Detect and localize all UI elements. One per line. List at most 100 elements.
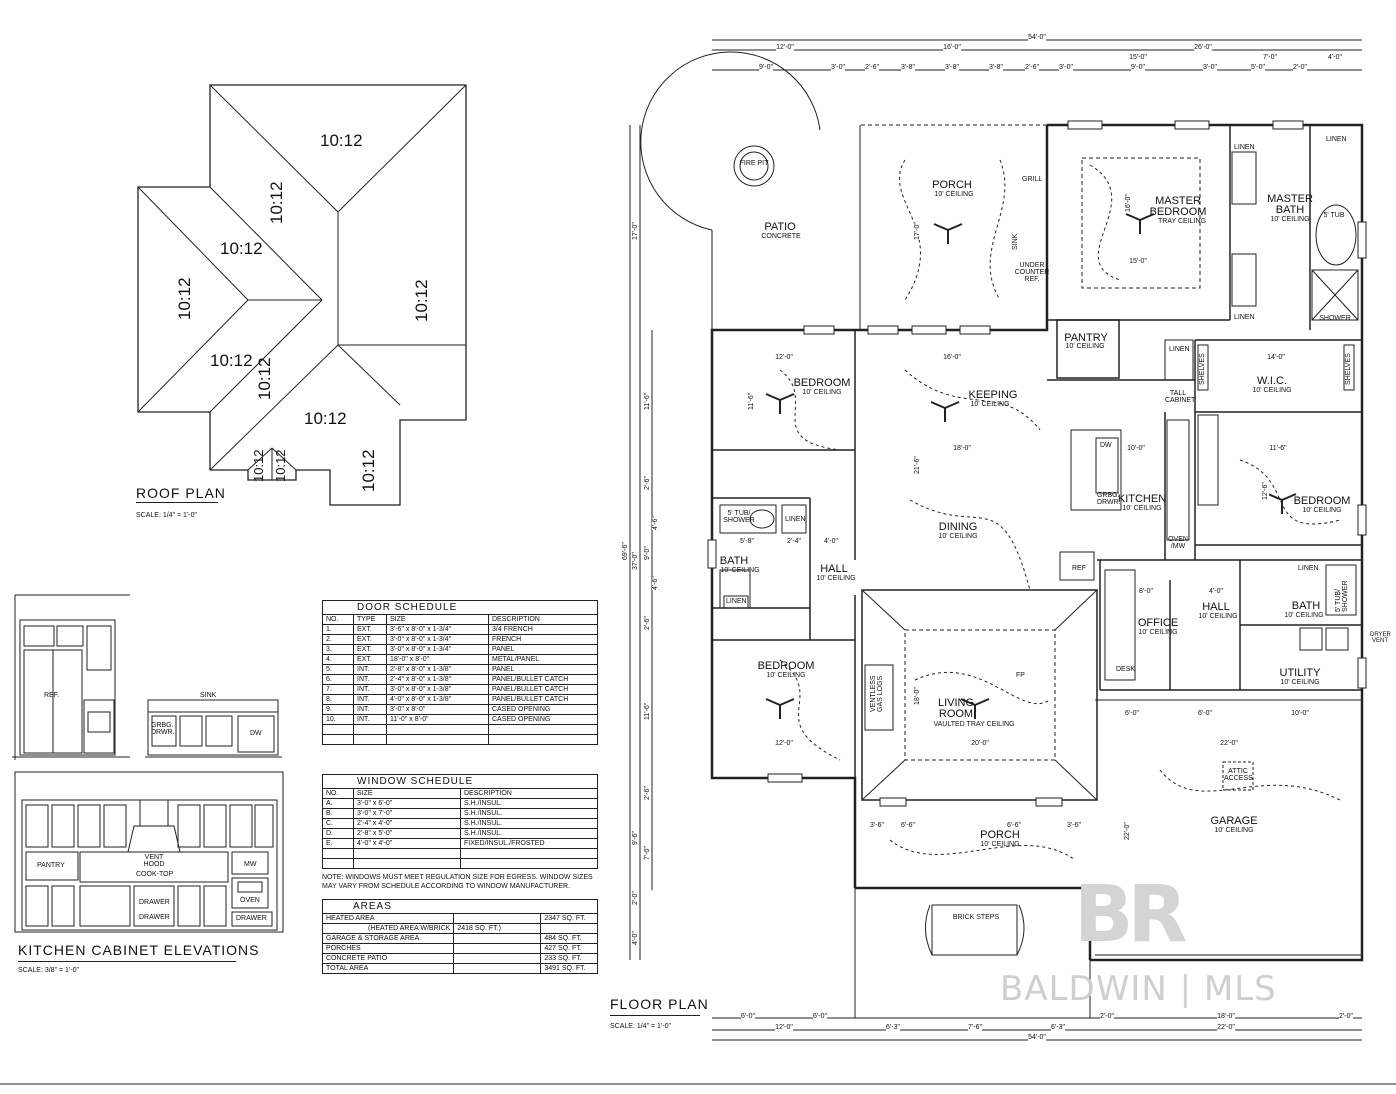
dimension-label: 2'-0" <box>1100 1013 1114 1020</box>
dimension-label: 69'-6" <box>622 542 629 560</box>
linen-label: LINEN <box>726 598 747 605</box>
linen-label: LINEN <box>1326 136 1347 143</box>
roof-pitch-label: 10:12 <box>359 449 378 492</box>
table-cell: INT. <box>353 664 387 675</box>
dimension-label: 18'-0" <box>1217 1013 1235 1020</box>
room-label: UTILITY <box>1279 667 1321 679</box>
room-label: BEDROOM <box>793 377 851 389</box>
table-row: B.3'-0" x 7'-0"S.H./INSUL. <box>322 808 598 819</box>
column-header: DESCRIPTION <box>460 788 598 799</box>
room-label: HALL <box>1202 601 1230 613</box>
room-label: MASTER BATH <box>1267 193 1313 216</box>
table-cell: 8. <box>322 694 354 705</box>
table-cell: PANEL/BULLET CATCH <box>488 684 598 695</box>
cooktop-label: COOK-TOP <box>136 871 174 878</box>
room-label: OFFICE <box>1137 617 1179 629</box>
table-cell: EXT. <box>353 634 387 645</box>
table-cell: A. <box>322 798 354 809</box>
dimension-label: 54'-0" <box>1028 34 1046 41</box>
dimension-label: 7'-0" <box>644 846 651 860</box>
table-cell: INT. <box>353 684 387 695</box>
dimension-label: 20'-0" <box>971 740 989 747</box>
linen-label: LINEN <box>1234 144 1255 151</box>
floor-plan-title: FLOOR PLAN <box>610 996 709 1012</box>
drawer-label: DRAWER <box>236 915 267 922</box>
table-cell: 233 SQ. FT. <box>540 953 598 964</box>
dimension-label: 9'-6" <box>632 831 639 845</box>
brick-steps-label: BRICK STEPS <box>952 914 1000 921</box>
title-underline <box>610 1015 700 1016</box>
room-label: BATH <box>719 555 749 567</box>
window-schedule-note: NOTE: WINDOWS MUST MEET REGULATION SIZE … <box>322 874 593 890</box>
dimension-label: 22'-0" <box>1220 740 1238 747</box>
dimension-label: 11'-6" <box>1269 445 1287 452</box>
dimension-label: 26'-0" <box>1194 44 1212 51</box>
table-cell: GARAGE & STORAGE AREA <box>321 933 455 944</box>
table-cell: 3'-0" x 7'-0" <box>353 808 461 819</box>
linen-label: LINEN <box>785 516 806 523</box>
shelves-label: SHELVES <box>1199 353 1206 385</box>
table-row: D.2'-8" x 5'-0"S.H./INSUL. <box>322 828 598 839</box>
tall-cabinet-label: TALL CABINET <box>1165 390 1196 404</box>
table-cell: 9. <box>322 704 354 715</box>
grbg-label: GRBG. DRWR. <box>151 722 175 736</box>
areas-title: AREAS <box>322 899 598 913</box>
dimension-label: 6'-0" <box>741 1013 755 1020</box>
dimension-label: 3'-6" <box>870 822 884 829</box>
ventless-gas-logs-label: VENTLESS GAS LOGS <box>870 675 884 712</box>
grbg-drawer-label: GRBG. DRWR. <box>1097 492 1121 506</box>
dimension-label: 10'-0" <box>1127 445 1145 452</box>
dimension-label: 6'-0" <box>813 1013 827 1020</box>
dimension-label: 2'-6" <box>644 616 651 630</box>
table-cell <box>453 913 542 924</box>
floor-plan-drawing <box>629 39 1367 1041</box>
room-sublabel: 10' CEILING <box>1252 387 1292 394</box>
room-label: W.I.C. <box>1257 375 1287 387</box>
room-label: PANTRY <box>1064 332 1108 344</box>
roof-pitch-label: 10:12 <box>220 239 263 258</box>
kitchen-elevation-drawing <box>12 594 284 933</box>
table-cell: INT. <box>353 704 387 715</box>
room-sublabel: 10' CEILING <box>1198 613 1238 620</box>
table-row: C.2'-4" x 4'-0"S.H./INSUL. <box>322 818 598 829</box>
dimension-label: 4'-0" <box>632 931 639 945</box>
table-cell: 3'-0" x 8'-0" x 1-3/4" <box>386 634 489 645</box>
table-cell: PANEL/BULLET CATCH <box>488 694 598 705</box>
dimension-label: 9'-0" <box>1131 64 1145 71</box>
sink-label: SINK <box>1012 233 1019 250</box>
watermark-text: BALDWIN | MLS <box>1000 969 1277 1009</box>
dimension-label: 9'-0" <box>644 546 651 560</box>
table-cell: 10. <box>322 714 354 725</box>
dryer-vent-label: DRYER VENT <box>1370 632 1391 644</box>
attic-access-label: ATTIC ACCESS <box>1224 768 1253 782</box>
table-cell: PORCHES <box>321 943 455 954</box>
pantry-label: PANTRY <box>37 862 65 869</box>
dimension-label: 16'-0" <box>943 44 961 51</box>
dimension-label: 2'-6" <box>865 64 879 71</box>
dimension-label: 11'-6" <box>644 702 651 720</box>
table-cell: HEATED AREA <box>321 913 455 924</box>
shower-label: SHOWER <box>1319 315 1351 322</box>
table-cell: INT. <box>353 674 387 685</box>
table-row: A.3'-0" x 6'-0"S.H./INSUL. <box>322 798 598 809</box>
dimension-label: 2'-0" <box>632 891 639 905</box>
table-cell: 2. <box>322 634 354 645</box>
table-cell: PANEL <box>488 664 598 675</box>
room-sublabel: TRAY CEILING <box>1158 218 1206 225</box>
desk-label: DESK <box>1116 666 1136 673</box>
dimension-label: 3'-8" <box>989 64 1003 71</box>
watermark-logo: BR <box>1074 870 1187 960</box>
table-cell <box>453 933 542 944</box>
roof-pitch-label: 10:12 <box>175 277 194 320</box>
dimension-label: 3'-0" <box>831 64 845 71</box>
dw-label: DW <box>1100 442 1112 449</box>
dimension-label: 4'-6" <box>652 516 659 530</box>
room-label: LIVING ROOM <box>937 697 975 720</box>
table-cell: FIXED/INSUL./FROSTED <box>460 838 598 849</box>
dimension-label: 12'-0" <box>775 1024 793 1031</box>
roof-plan-scale: SCALE: 1/4" = 1'-0" <box>136 512 197 519</box>
dimension-label: 18'-0" <box>953 445 971 452</box>
